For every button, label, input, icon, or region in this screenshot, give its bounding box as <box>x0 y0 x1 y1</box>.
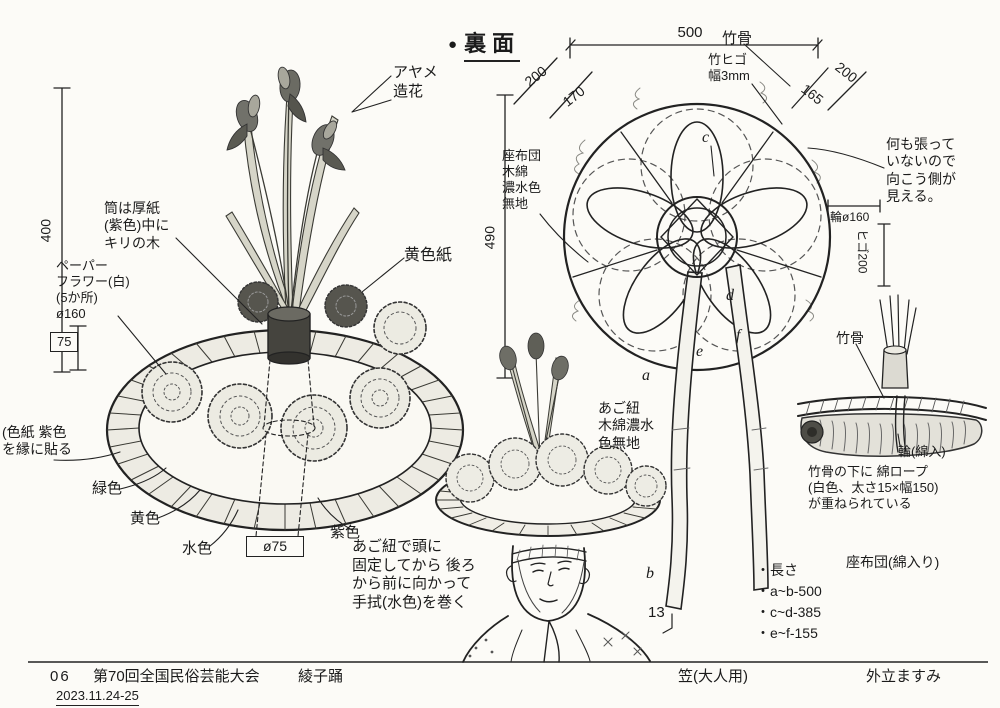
label-see-through: 何も張って いないので 向こう側が 見える。 <box>886 136 956 205</box>
point-e: e <box>696 343 704 360</box>
dim-500: 500 <box>677 24 703 41</box>
chin-straps <box>665 264 769 610</box>
footer-author-name: 外立ますみ <box>866 668 942 685</box>
label-iris-artificial-flower: アヤメ 造花 <box>393 64 438 100</box>
dim-75: 75 <box>50 332 79 353</box>
rim-cross-section-drawing <box>797 294 987 457</box>
label-detail-ring: 輪(綿入) <box>898 444 946 459</box>
label-yellow: 黄色 <box>130 510 161 527</box>
dimension-lines-left <box>53 87 87 373</box>
page-title: ● 裏面 <box>448 26 521 62</box>
label-paper-flower: ペーパー フラワー(白) (5か所) ø160 <box>56 258 130 322</box>
label-bamboo-frame: 竹骨 <box>722 30 753 47</box>
length-list-title: ・長さ <box>756 562 798 578</box>
label-detail-rope: 竹骨の下に 綿ロープ (白色、太さ15×幅150) が重ねられている <box>808 464 939 512</box>
label-detail-cushion: 座布団(綿入り) <box>846 554 940 570</box>
label-purple: 紫色 <box>330 524 361 541</box>
length-item-ef: ・e~f-155 <box>756 625 818 641</box>
label-cushion-back: 座布団 木綿 濃水色 無地 <box>502 148 542 212</box>
label-detail-bamboo-frame: 竹骨 <box>836 330 864 346</box>
point-a: a <box>642 367 650 384</box>
label-ring-diameter: 輪ø160 <box>830 210 870 224</box>
label-bamboo-strip: 竹ヒゴ 幅3mm <box>708 52 750 84</box>
footer-dance-name: 綾子踊 <box>298 668 344 685</box>
label-higo-length: ヒゴ200 <box>855 229 870 274</box>
point-c: c <box>702 129 710 146</box>
wearer-sketch <box>435 332 667 663</box>
strap-length-list: ・長さ ・a~b-500 ・c~d-385 ・e~f-155 <box>756 560 822 644</box>
dim-strap-width-13: 13 <box>648 604 665 621</box>
length-item-cd: ・c~d-385 <box>756 604 821 620</box>
label-chin-strap: あご紐 木綿濃水 色無地 <box>598 400 654 451</box>
hat-top-view-drawing <box>53 66 465 547</box>
footer-event-title: 第70回全国民俗芸能大会 <box>93 668 260 685</box>
label-cardboard-tube: 筒は厚紙 (紫色)中に キリの木 <box>104 200 170 251</box>
hat-back-view-drawing <box>496 37 891 634</box>
footer-date: 2023.11.24-25 <box>56 688 139 707</box>
point-f: f <box>736 327 741 344</box>
footer-number: 06 <box>50 668 71 685</box>
label-yellow-paper: 黄色紙 <box>404 247 453 264</box>
caption-wearing-instructions: あご紐で頭に 固定してから 後ろ から前に向かって 手拭(水色)を巻く <box>352 538 476 611</box>
footer-item-name: 笠(大人用) <box>678 668 748 685</box>
dim-tube-diameter: ø75 <box>246 536 304 558</box>
point-d: d <box>726 287 734 304</box>
back-side-title: 裏面 <box>464 26 521 62</box>
label-green: 緑色 <box>92 480 123 497</box>
dim-400: 400 <box>37 219 54 243</box>
label-light-blue: 水色 <box>182 540 213 557</box>
point-b: b <box>646 565 654 582</box>
dim-490: 490 <box>481 226 498 250</box>
label-colored-paper-edge: (色紙 紫色 を縁に貼る <box>2 424 72 458</box>
length-item-ab: ・a~b-500 <box>756 583 822 599</box>
bullet-icon: ● <box>448 35 458 53</box>
